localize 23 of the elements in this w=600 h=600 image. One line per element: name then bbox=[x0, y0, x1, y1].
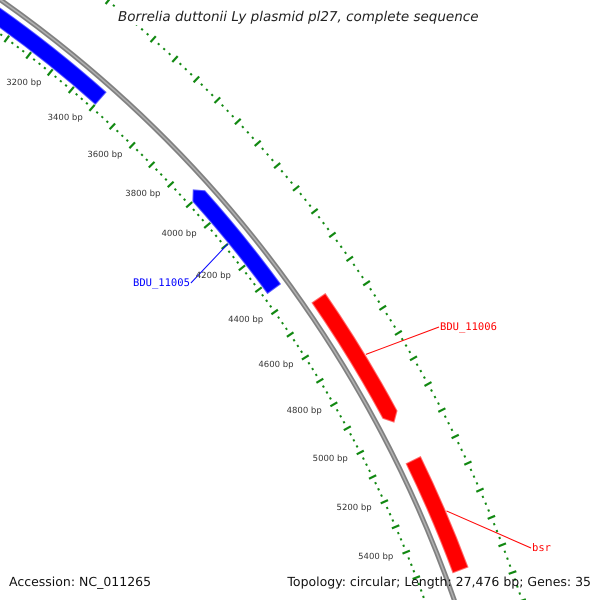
gene-label: bsr bbox=[532, 542, 551, 554]
tick-label: 3200 bp bbox=[6, 78, 42, 88]
gene-label: BDU_11005 bbox=[133, 277, 190, 289]
tick-label: 4400 bp bbox=[228, 315, 264, 326]
title: Borrelia duttonii Ly plasmid pl27, complete sequence bbox=[118, 9, 479, 25]
tick-label: 3800 bp bbox=[125, 189, 160, 200]
tick-label: 4600 bp bbox=[258, 360, 294, 370]
gene-feature bbox=[312, 293, 398, 423]
tick-label: 4800 bp bbox=[286, 406, 322, 416]
accession-note: Accession: NC_011265 bbox=[9, 574, 152, 589]
tick-label: 3600 bp bbox=[87, 150, 122, 160]
tick-label: 5000 bp bbox=[312, 454, 348, 464]
tick-label: 5200 bp bbox=[336, 502, 372, 513]
tick-label: 5400 bp bbox=[358, 552, 394, 562]
leader-line bbox=[446, 510, 532, 548]
leader-line bbox=[190, 243, 228, 284]
tick-label: 4000 bp bbox=[161, 229, 197, 240]
gene-label: BDU_11006 bbox=[440, 321, 497, 333]
tick-label: 4200 bp bbox=[196, 271, 231, 282]
leader-line bbox=[365, 326, 440, 355]
summary-note: Topology: circular; Length: 27,476 bp; Genes: 35 bbox=[287, 574, 591, 589]
tick-label: 3400 bp bbox=[48, 113, 83, 124]
gene-feature bbox=[406, 456, 468, 574]
